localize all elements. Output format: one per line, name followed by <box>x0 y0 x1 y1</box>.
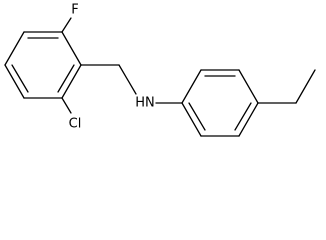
chlorine-label: Cl <box>69 117 82 132</box>
fluorine-atom: F <box>71 3 78 18</box>
ring-double-bond <box>57 64 75 93</box>
amine-atom: HN <box>135 96 155 111</box>
ethyl-ch3-bond <box>295 69 316 104</box>
chemical-structure-diagram: F Cl HN <box>4 3 316 137</box>
ring-bond <box>181 69 202 104</box>
ring-bond <box>4 64 25 99</box>
c-f-bond <box>61 17 72 33</box>
fluorine-label: F <box>71 3 78 18</box>
ring-bond <box>61 64 82 99</box>
c-cl-bond <box>61 97 72 114</box>
chlorine-atom: Cl <box>69 117 82 132</box>
ring-bond <box>238 102 259 137</box>
ring-bond <box>4 31 25 66</box>
ring-double-bond <box>234 102 252 131</box>
ring-double-bond <box>11 64 29 93</box>
ring-bond <box>238 69 259 104</box>
ch2-n-bond <box>118 64 137 95</box>
amine-label: HN <box>135 96 155 111</box>
right-benzene-ring <box>181 69 259 137</box>
ring-bond <box>181 102 202 137</box>
ring-bond <box>61 31 82 66</box>
left-benzene-ring <box>4 31 82 99</box>
ring-double-bond <box>188 102 206 131</box>
